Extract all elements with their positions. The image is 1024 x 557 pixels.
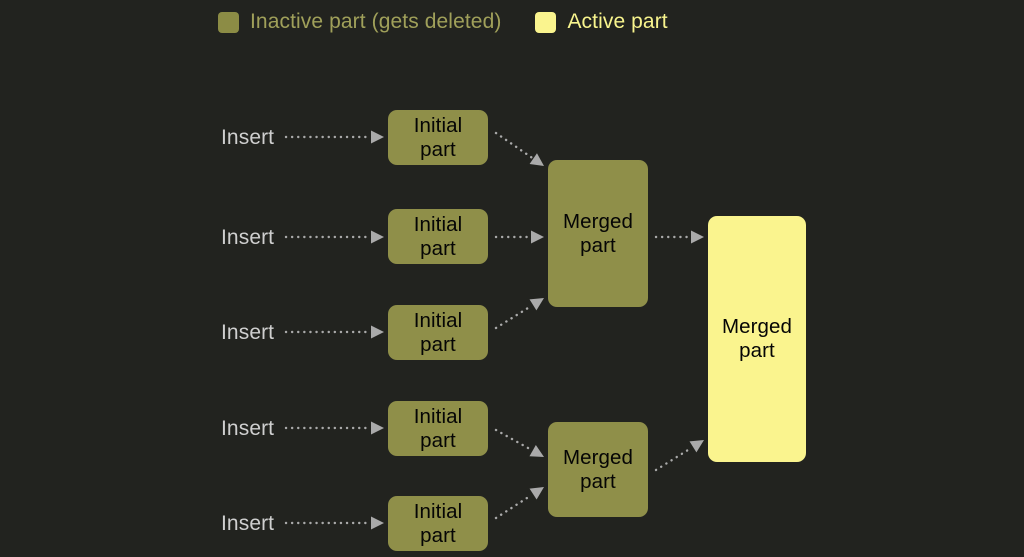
legend-label-active: Active part <box>567 10 668 33</box>
initial-4-to-merged-2 <box>494 428 544 457</box>
merged-1-to-final <box>654 230 704 244</box>
insert-to-initial-4 <box>284 421 384 435</box>
insert-to-initial-3 <box>284 325 384 339</box>
initial-3-to-merged-1 <box>494 298 544 330</box>
merged-2-to-final <box>654 440 704 472</box>
insert-label-5: Insert <box>221 512 275 535</box>
insert-label-2: Insert <box>221 226 275 249</box>
insert-to-initial-1 <box>284 130 384 144</box>
active-swatch-icon <box>535 11 557 33</box>
legend-label-inactive: Inactive part (gets deleted) <box>250 10 502 33</box>
initial-1-to-merged-1 <box>494 131 544 166</box>
insert-label-3: Insert <box>221 321 275 344</box>
initial-5-to-merged-2 <box>494 487 544 520</box>
insert-label-4: Insert <box>221 417 275 440</box>
legend-item-inactive: Inactive part (gets deleted) <box>218 10 501 34</box>
initial-2-to-merged-1 <box>494 230 544 244</box>
inactive-swatch-icon <box>218 11 239 33</box>
insert-to-initial-2 <box>284 230 384 244</box>
insert-to-initial-5 <box>284 516 384 530</box>
insert-label-1: Insert <box>221 126 275 149</box>
legend-item-active: Active part <box>535 10 668 34</box>
legend: Inactive part (gets deleted) Active part <box>218 10 668 34</box>
